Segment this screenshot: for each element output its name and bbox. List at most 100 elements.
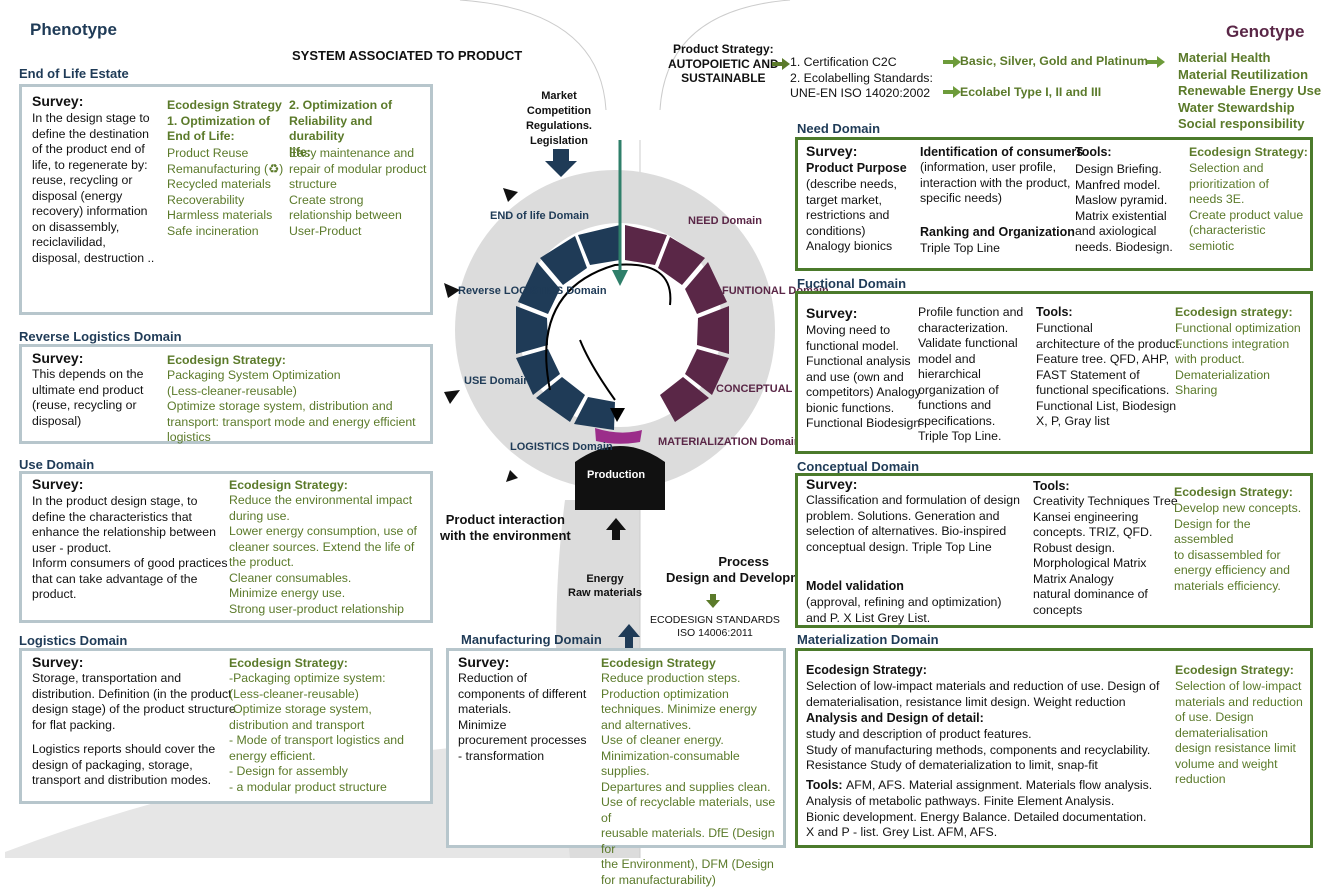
- process-arrow: [706, 594, 720, 608]
- need-strategy-text: Selection and prioritization of needs 3E…: [1189, 161, 1304, 253]
- need-rank-title: Ranking and Organization: [920, 225, 1075, 239]
- logistics-survey-title: Survey:: [32, 654, 84, 670]
- ring-label-materialization: MATERIALIZATION Domain: [658, 436, 801, 448]
- eol-box: Survey: In the design stage to define th…: [19, 84, 433, 315]
- logistics-header: Logistics Domain: [19, 633, 128, 648]
- eol-strategy1-title: Ecodesign Strategy 1. Optimization of En…: [167, 98, 282, 143]
- conceptual-box: Survey: Classification and formulation o…: [795, 473, 1313, 628]
- eol-strategy2-title: 2. Optimization of Reliability and durab…: [289, 98, 393, 159]
- genotype-title: Genotype: [1226, 22, 1305, 41]
- need-tools-title: Tools:: [1075, 145, 1112, 159]
- left-pointer-arrows: [444, 188, 518, 482]
- strategy-arrow-head: [612, 270, 628, 286]
- conceptual-tools-title: Tools:: [1033, 479, 1070, 493]
- need-header: Need Domain: [797, 121, 881, 136]
- ring-label-logistics: LOGISTICS Domain: [510, 441, 613, 453]
- manufacturing-survey-title: Survey:: [458, 654, 510, 670]
- use-strategy-title: Ecodesign Strategy:: [229, 478, 348, 492]
- genotype-item: Renewable Energy Use: [1178, 83, 1322, 98]
- ecolabel-arrow: [943, 86, 961, 98]
- need-survey-title: Survey:: [806, 143, 858, 159]
- top-arc-right: [659, 0, 791, 111]
- genotype-arrow: [1147, 56, 1165, 68]
- up-arrow-energy: [618, 624, 640, 649]
- basic-levels-text: Basic, Silver, Gold and Platinum: [960, 54, 1148, 68]
- use-header: Use Domain: [19, 457, 95, 472]
- functional-profile-text: Profile function and characterization. V…: [918, 305, 1024, 443]
- interaction-text: Product interaction with the environment: [440, 512, 571, 543]
- arrow-logistics: [506, 470, 518, 482]
- reverse-survey-title: Survey:: [32, 350, 84, 366]
- need-tools-text: Design Briefing. Manfred model. Maslow p…: [1075, 162, 1173, 254]
- use-strategy-text: Reduce the environmental impact during u…: [229, 493, 417, 616]
- genotype-list: Material Health Material Reutilization R…: [1178, 50, 1321, 133]
- wheel-graphic: [455, 140, 775, 510]
- use-survey-title: Survey:: [32, 476, 84, 492]
- conceptual-survey-title: Survey:: [806, 476, 858, 492]
- mat-strategy2-text: Selection of low-impact materials and re…: [1175, 679, 1303, 786]
- right-segments: [625, 225, 729, 422]
- manufacturing-strategy-title: Ecodesign Strategy: [601, 656, 716, 670]
- functional-header: Fuctional Domain: [797, 276, 907, 291]
- arrow-reverse: [444, 283, 460, 298]
- mat-tools-line: AFM, AFS. Material assignment. Materials…: [846, 778, 1153, 792]
- conceptual-tools-text: Creativity Techniques Tree Kansei engine…: [1033, 494, 1178, 617]
- standards-text: ECODESIGN STANDARDS ISO 14006:2011: [650, 614, 780, 639]
- materialization-header: Materialization Domain: [797, 632, 939, 647]
- logistics-survey-text2: Logistics reports should cover the desig…: [32, 742, 216, 787]
- reverse-survey-text: This depends on the ultimate end product…: [32, 367, 144, 428]
- functional-tools-title: Tools:: [1036, 305, 1073, 319]
- conceptual-strategy-title: Ecodesign Strategy:: [1174, 485, 1293, 499]
- basic-arrow: [943, 56, 961, 68]
- functional-strategy-title: Ecodesign strategy:: [1175, 305, 1293, 319]
- eol-survey-text: In the design stage to define the destin…: [32, 111, 155, 265]
- domain-wheel: [545, 149, 577, 177]
- functional-survey-text: Moving need to functional model. Functio…: [806, 323, 921, 430]
- ring-label-reverse: Reverse LOGISTICS Domain: [458, 285, 607, 297]
- flow-arrow-head: [610, 408, 625, 422]
- genotype-item: Material Reutilization: [1178, 66, 1309, 82]
- need-box: Survey: Product Purpose (describe needs,…: [795, 137, 1313, 271]
- mat-analysis-title: Analysis and Design of detail:: [806, 711, 984, 725]
- logistics-box: Survey: Storage, transportation and dist…: [19, 648, 433, 804]
- mat-strategy-title: Ecodesign Strategy:: [806, 663, 927, 677]
- ring-label-use: USE Domain: [464, 375, 531, 387]
- genotype-item: Water Stewardship: [1178, 99, 1295, 115]
- eol-strategy1-text: Product Reuse Remanufacturing (♻) Recycl…: [167, 146, 284, 238]
- logistics-survey-text: Storage, transportation and distribution…: [32, 671, 236, 732]
- mat-analysis-text: study and description of product feature…: [806, 727, 1151, 772]
- use-survey-text: In the product design stage, to define t…: [32, 494, 228, 601]
- up-arrow-production: [606, 518, 626, 540]
- conceptual-strategy-text: Develop new concepts. Design for the ass…: [1174, 501, 1302, 593]
- logistics-strategy-title: Ecodesign Strategy:: [229, 656, 348, 670]
- genotype-item: Material Health: [1178, 50, 1271, 65]
- need-rank-text: Triple Top Line: [920, 241, 1000, 255]
- production-segment: [595, 428, 642, 444]
- eol-header: End of Life Estate: [19, 66, 129, 81]
- hub: [570, 276, 670, 376]
- flow-arc-2: [579, 339, 616, 401]
- genotype-item: Social responsibility: [1178, 116, 1305, 131]
- functional-strategy-text: Functional optimization Functions integr…: [1175, 321, 1301, 397]
- conceptual-model-title: Model validation: [806, 579, 904, 593]
- eol-survey-title: Survey:: [32, 93, 84, 109]
- conceptual-survey-text: Classification and formulation of design…: [806, 493, 1020, 554]
- arrow-eol: [503, 188, 518, 202]
- ring-label-production: Production: [587, 469, 646, 481]
- left-segments: [516, 225, 620, 430]
- product-strategy-label: Product Strategy: AUTOPOIETIC AND SUSTAI…: [668, 42, 779, 85]
- functional-survey-title: Survey:: [806, 305, 858, 321]
- reverse-strategy-text: Packaging System Optimization (Less-clea…: [167, 368, 416, 444]
- reverse-box: Survey: This depends on the ultimate end…: [19, 344, 433, 444]
- need-purpose-title: Product Purpose: [806, 161, 907, 175]
- materialization-box: Ecodesign Strategy: Selection of low-imp…: [795, 648, 1313, 848]
- eol-strategy2-text: Easy maintenance and repair of modular p…: [289, 146, 427, 238]
- functional-tools-text: Functional architecture of the product. …: [1036, 321, 1183, 428]
- certification-text: 1. Certification C2C 2. Ecolabelling Sta…: [790, 55, 933, 100]
- functional-box: Survey: Moving need to functional model.…: [795, 291, 1313, 454]
- logistics-strategy-text: -Packaging optimize system: (Less-cleane…: [229, 671, 404, 794]
- need-ident-title: Identification of consumers: [920, 145, 1084, 159]
- mat-tools-title: Tools:: [806, 778, 843, 792]
- reverse-header: Reverse Logistics Domain: [19, 329, 182, 344]
- process-text: Process Design and Development: [666, 554, 822, 585]
